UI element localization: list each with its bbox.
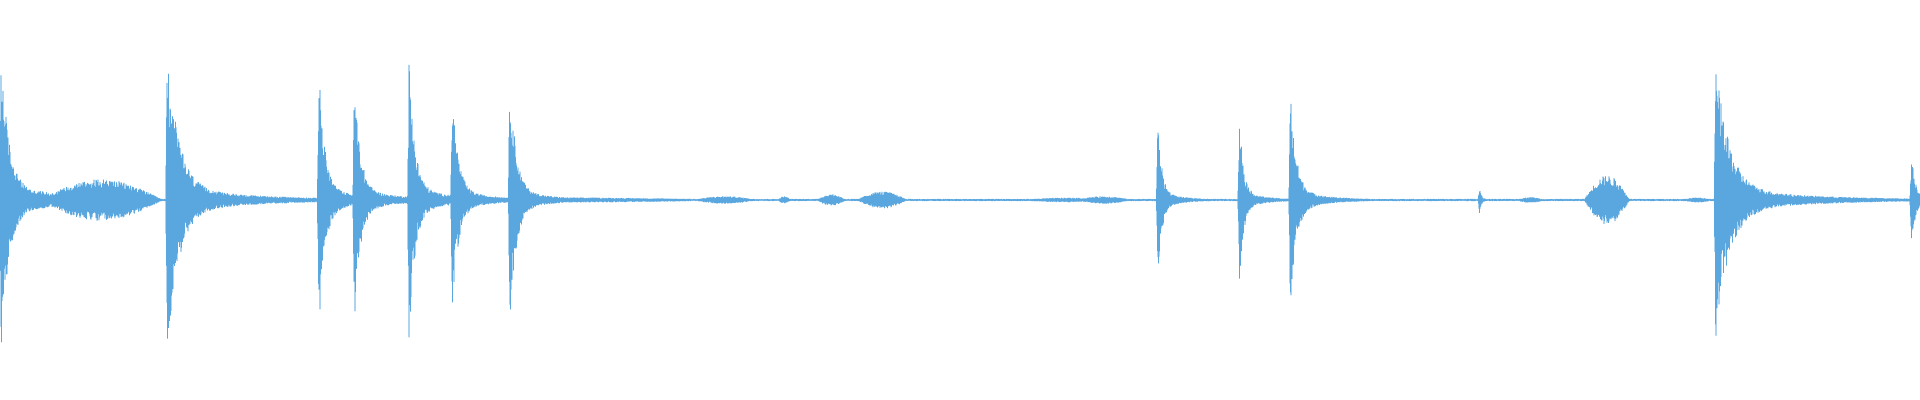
waveform-trace (0, 64, 1920, 343)
